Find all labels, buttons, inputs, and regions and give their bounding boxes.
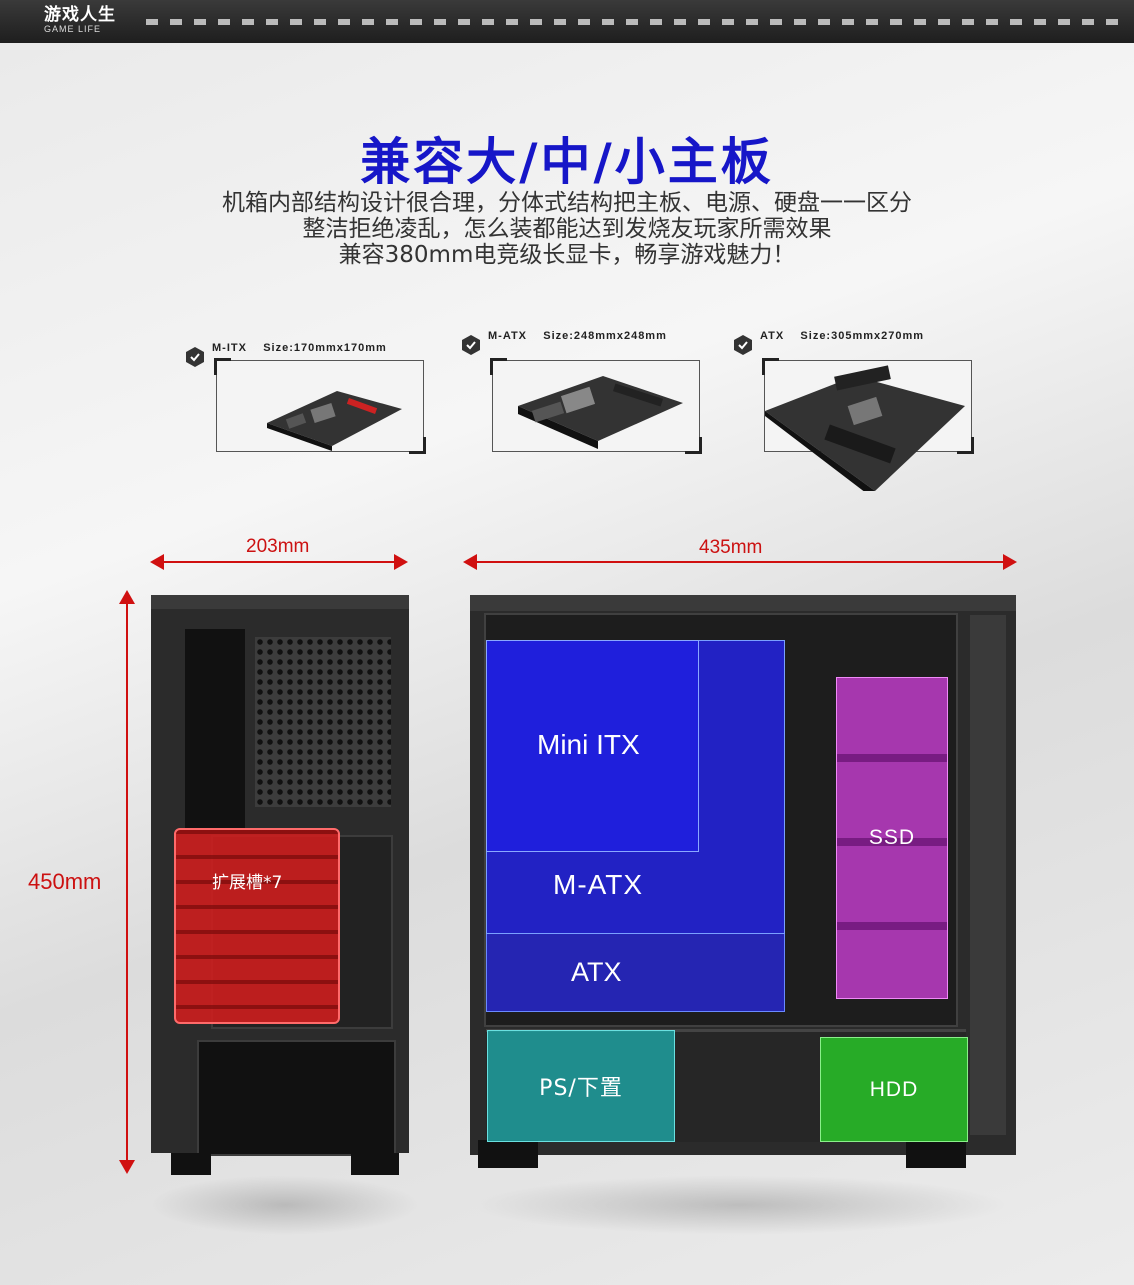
board-mitx-frame	[214, 358, 426, 454]
mini-itx-label: Mini ITX	[537, 729, 640, 760]
description-line-3: 兼容380mm电竞级长显卡，畅享游戏魅力！	[338, 242, 796, 268]
description-line-1: 机箱内部结构设计很合理，分体式结构把主板、电源、硬盘一一区分	[222, 190, 912, 216]
top-banner: 游戏人生 GAME LIFE	[0, 0, 1134, 43]
brand-name-en: GAME LIFE	[44, 24, 102, 34]
hexagon-icon	[462, 335, 480, 355]
height-dimension-label: 450mm	[28, 869, 102, 894]
ssd-zone: SSD	[836, 677, 948, 999]
case-top-edge	[151, 595, 409, 609]
board-matx-frame	[490, 358, 702, 454]
matx-label: M-ATX	[553, 869, 644, 900]
case-top-edge	[470, 595, 1016, 611]
width-arrow	[150, 554, 408, 570]
description-line-2: 整洁拒绝凌乱，怎么装都能达到发烧友玩家所需效果	[302, 216, 832, 242]
case-foot	[171, 1153, 211, 1175]
decorative-dots	[146, 19, 1126, 25]
board-atx-frame	[762, 358, 974, 491]
psu-opening	[197, 1040, 396, 1156]
case-foot	[351, 1153, 399, 1175]
psu-label: PS/下置	[539, 1076, 623, 1101]
brand-name-cn: 游戏人生	[44, 5, 116, 25]
front-panel-edge	[970, 615, 1006, 1135]
board-mitx-name: M-ITX	[212, 342, 247, 354]
width-dimension-label: 203mm	[246, 536, 310, 557]
case-foot	[478, 1140, 538, 1168]
board-matx-name: M-ATX	[488, 330, 528, 342]
length-dimension-label: 435mm	[699, 537, 763, 558]
expansion-slots-zone: 扩展槽*7	[174, 828, 340, 1024]
board-matx-label: M-ATX Size:248mmx248mm	[488, 330, 667, 342]
page-title: 兼容大/中/小主板	[360, 133, 774, 191]
atx-label: ATX	[571, 957, 622, 987]
hexagon-icon	[734, 335, 752, 355]
board-atx-label: ATX Size:305mmx270mm	[760, 330, 924, 342]
board-matx-size: Size:248mmx248mm	[543, 330, 667, 342]
floor-shadow	[470, 1175, 1010, 1235]
case-foot	[906, 1140, 966, 1168]
board-atx-name: ATX	[760, 330, 785, 342]
psu-zone: PS/下置	[487, 1030, 675, 1142]
motherboard-image	[267, 391, 402, 451]
rear-fan-mesh	[255, 637, 391, 807]
brand-logo: 游戏人生 GAME LIFE	[44, 6, 116, 34]
motherboard-image	[765, 365, 965, 491]
floor-shadow	[150, 1175, 420, 1235]
mini-itx-zone: Mini ITX	[486, 640, 699, 852]
length-arrow	[463, 554, 1017, 570]
hexagon-icon	[186, 347, 204, 367]
hdd-zone: HDD	[820, 1037, 968, 1142]
expansion-slots-label: 扩展槽*7	[212, 873, 283, 893]
motherboard-image	[518, 376, 683, 449]
board-mitx-label: M-ITX Size:170mmx170mm	[212, 342, 387, 354]
ssd-label: SSD	[868, 826, 916, 849]
board-mitx-size: Size:170mmx170mm	[263, 342, 387, 354]
rear-io-slot	[185, 629, 245, 829]
height-arrow	[119, 590, 135, 1174]
board-atx-size: Size:305mmx270mm	[800, 330, 925, 342]
hdd-label: HDD	[869, 1077, 919, 1101]
